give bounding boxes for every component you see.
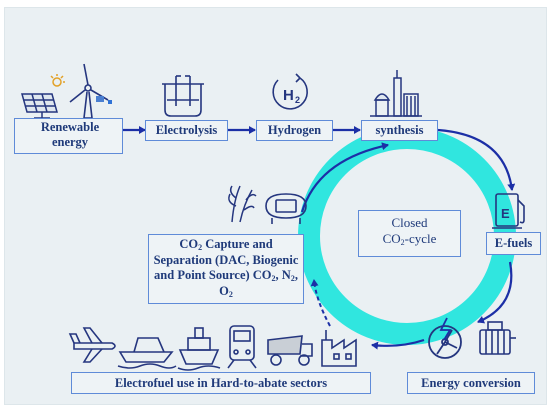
ship-icon [177,327,221,371]
electrolysis-label: Electrolysis [155,123,218,137]
arrow-energy-to-use [371,338,425,350]
closed-cycle-sub: 2 [400,237,405,247]
hydrogen-icon: H 2 [272,73,308,110]
arrow-capture-to-synthesis [300,142,389,213]
fuel-pump-icon: E [492,193,525,229]
renewable-energy-label: Renewable energy [40,120,100,150]
arrow-use-to-capture-dashed [310,279,331,327]
synthesis-box [361,120,438,141]
capture-n: , N [275,268,291,282]
capture-box [148,234,304,304]
arrow-efuels-to-energy-conversion [477,261,513,324]
closed-cycle-line1: Closed [391,215,428,230]
capture-text: Capture and Separation (DAC, Biogenic an… [153,237,299,282]
capture-o: , O [219,268,298,298]
synthesis-plant-icon [370,70,422,117]
capture-co: CO [179,237,199,251]
closed-cycle-box [358,210,461,257]
hydrogen-icon-subscript: 2 [295,95,300,105]
wheat-icon [228,185,257,223]
airplane-icon [68,327,116,363]
factory-icon [321,330,357,367]
capture-label: CO2 Capture and Separation (DAC, Biogeni… [151,237,301,300]
electrolyzer-icon [162,75,204,117]
capture-co-sub: 2 [198,243,203,252]
synthesis-label: synthesis [375,123,424,137]
capture-n2-sub: 2 [290,274,295,283]
solar-panel-icon [21,74,65,119]
efuels-box [486,232,541,255]
electrofuel-use-label: Electrofuel use in Hard-to-abate sectors [114,376,328,390]
closed-cycle-suffix: -cycle [404,230,437,246]
wind-turbine-icon [69,63,112,119]
fuel-pump-letter: E [501,206,510,221]
mining-truck-icon [267,335,313,366]
efuels-label: E-fuels [494,236,533,250]
turbine-icon [428,317,462,359]
energy-conversion-label: Energy conversion [421,376,521,390]
energy-conversion-box [407,372,535,394]
capture-unit-icon [265,193,307,224]
electrofuel-use-box [71,372,371,394]
hydrogen-label: Hydrogen [267,123,322,137]
capture-co2-sub: 2 [271,274,276,283]
arrow-synthesis-to-efuels [437,128,516,191]
renewable-energy-box [14,118,123,154]
electrolysis-box [145,120,228,141]
closed-cycle-co: CO [382,230,401,246]
speedboat-icon [117,337,177,369]
train-icon [227,325,257,369]
hydrogen-icon-text: H [283,87,294,104]
closed-cycle-label: Closed CO2-cycle [358,215,461,248]
engine-icon [479,321,516,355]
capture-o2-sub: 2 [228,289,233,299]
hydrogen-box [256,120,333,141]
